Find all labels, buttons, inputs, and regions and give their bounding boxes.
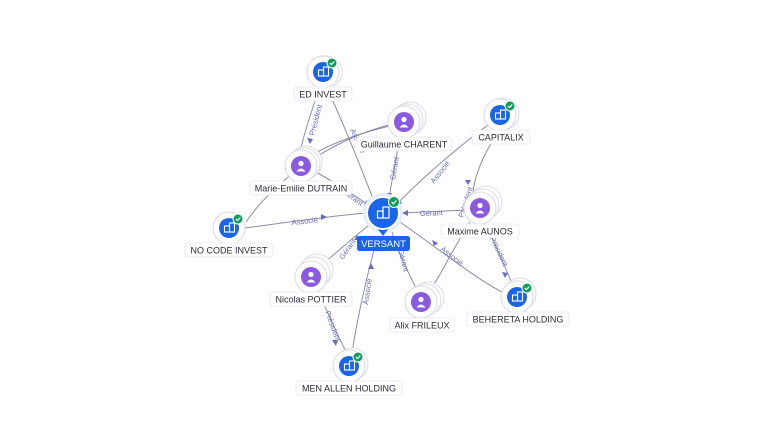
node-capitalix[interactable]: CAPITALIX xyxy=(471,97,531,145)
check-badge-icon xyxy=(232,213,244,225)
edge-label-behereta-associe: Associé xyxy=(439,244,465,267)
arrow-versant-behereta xyxy=(432,240,438,246)
building-icon xyxy=(343,360,356,371)
arrow-nocode-versant xyxy=(321,214,327,220)
person-icon xyxy=(306,271,316,283)
node-nicolas-pottier[interactable]: Nicolas POTTIER xyxy=(269,253,353,307)
node-no-code-invest[interactable]: NO CODE INVEST xyxy=(184,211,274,258)
edge-nocode-versant xyxy=(244,212,367,229)
node-label: ED INVEST xyxy=(299,90,347,100)
arrow-menallen-versant xyxy=(368,263,374,269)
node-label-bg xyxy=(293,86,353,102)
node-versant-center[interactable]: VERSANT xyxy=(357,193,410,251)
person-icon xyxy=(416,296,426,308)
arrow-nicolas-menallen xyxy=(332,340,338,346)
check-badge-icon xyxy=(504,100,516,112)
arrow-capitalix-maxime xyxy=(465,180,471,185)
building-icon xyxy=(317,66,330,77)
person-icon xyxy=(296,160,306,172)
node-label-bg xyxy=(269,291,353,307)
node-label-bg xyxy=(295,380,403,396)
edge-label-guillaume-gerant: Gérant xyxy=(388,155,401,180)
node-guillaume-charent[interactable]: Guillaume CHARENT xyxy=(355,101,453,152)
node-label-bg xyxy=(355,136,453,152)
node-label: Guillaume CHARENT xyxy=(361,140,448,150)
edge-label-alix-gerant: Gérant xyxy=(396,248,411,273)
arrow-maxime-behereta xyxy=(502,272,508,278)
center-pin-tip xyxy=(377,228,389,236)
node-label-bg xyxy=(440,223,520,239)
building-icon xyxy=(511,291,524,302)
edge-menallen-versant xyxy=(351,249,375,353)
person-icon xyxy=(475,202,485,214)
check-badge-icon xyxy=(352,351,364,363)
node-label-bg xyxy=(471,129,531,145)
node-label: Maxime AUNOS xyxy=(447,227,513,237)
building-icon xyxy=(223,222,236,233)
node-marie-emilie-dutrain[interactable]: Marie-Emilie DUTRAIN xyxy=(249,145,353,196)
node-label: BEHERETA HOLDING xyxy=(473,315,564,325)
node-alix-frileux[interactable]: Alix FRILEUX xyxy=(389,281,455,333)
arrow-ed-marie xyxy=(307,138,313,144)
edge-label-nicolas-president: Président xyxy=(323,310,343,344)
node-label-bg xyxy=(184,242,274,258)
node-label-bg xyxy=(466,311,570,327)
node-label-bg xyxy=(249,180,353,196)
building-icon xyxy=(376,206,390,219)
node-label: MEN ALLEN HOLDING xyxy=(302,384,396,394)
building-icon xyxy=(494,109,507,120)
edge-versant-behereta xyxy=(399,221,509,296)
check-badge-icon xyxy=(326,57,338,69)
center-label-bg xyxy=(357,236,410,251)
check-badge-icon xyxy=(388,196,400,208)
node-label: Nicolas POTTIER xyxy=(275,295,347,305)
node-label: Marie-Emilie DUTRAIN xyxy=(255,184,348,194)
node-label-bg xyxy=(389,317,455,333)
node-label: NO CODE INVEST xyxy=(190,246,268,256)
node-maxime-aunos[interactable]: Maxime AUNOS xyxy=(440,185,520,239)
node-behereta-holding[interactable]: BEHERETA HOLDING xyxy=(466,277,570,327)
arrow-maxime-versant xyxy=(402,210,408,216)
person-icon xyxy=(399,116,409,128)
check-badge-icon xyxy=(521,282,533,294)
node-men-allen-holding[interactable]: MEN ALLEN HOLDING xyxy=(295,347,403,396)
edge-label-ed-president: Président xyxy=(307,103,324,137)
node-label: Alix FRILEUX xyxy=(394,321,449,331)
node-label: CAPITALIX xyxy=(478,133,523,143)
edge-label-maxime-president: Président xyxy=(488,235,510,268)
edge-label-menallen-associe: Associé xyxy=(361,278,374,305)
edge-label-nocode-associe: Associé xyxy=(291,215,318,227)
node-ed-invest[interactable]: ED INVEST xyxy=(293,55,353,102)
edge-label-maxime-gerant: Gérant xyxy=(420,208,444,218)
center-label: VERSANT xyxy=(361,239,406,250)
